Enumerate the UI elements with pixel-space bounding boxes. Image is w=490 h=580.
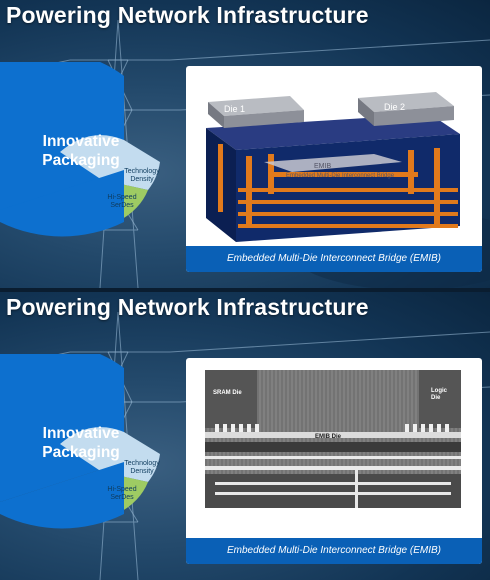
die-1-label: Die 1	[224, 104, 245, 114]
pie-label-technology-density: Technology Density	[124, 460, 160, 475]
emib-bridge-label-2: Embedded Multi-Die Interconnect Bridge	[286, 173, 395, 179]
emib-bridge-label-1: EMIB	[314, 163, 331, 170]
slide-title: Powering Network Infrastructure	[6, 294, 369, 320]
figure-caption: Embedded Multi-Die Interconnect Bridge (…	[186, 246, 482, 272]
die-2-label: Die 2	[384, 102, 405, 112]
emib-figure-panel: SRAM Die Logic Die EMIB Die Embedded Mul…	[186, 358, 482, 564]
emib-cross-section-image: SRAM Die Logic Die EMIB Die	[205, 370, 461, 508]
slide-title: Powering Network Infrastructure	[6, 2, 369, 28]
pie-segments	[0, 343, 160, 529]
emib-3d-render: EMIB Embedded Multi-Die Interconnect Bri…	[206, 92, 460, 242]
pie-segments	[0, 62, 160, 237]
emib-figure-panel: EMIB Embedded Multi-Die Interconnect Bri…	[186, 66, 482, 272]
figure-caption: Embedded Multi-Die Interconnect Bridge (…	[186, 538, 482, 564]
sram-die-label: SRAM Die	[213, 390, 242, 396]
pie-label-innovative-packaging: Innovative Packaging	[42, 133, 120, 169]
sram-die-block	[205, 370, 257, 428]
pie-label-hi-speed-serdes: Hi-Speed SerDes	[107, 194, 137, 209]
slide-1: Powering Network Infrastructure Innovati…	[0, 0, 490, 288]
pie-label-technology-density: Technology Density	[124, 168, 160, 183]
pie-label-innovative-packaging: Innovative Packaging	[42, 425, 120, 461]
slide-2: Powering Network Infrastructure Innovati…	[0, 292, 490, 580]
logic-die-label: Logic Die	[431, 388, 447, 401]
logic-die-block	[419, 370, 461, 428]
slide-divider	[0, 288, 490, 292]
pie-chart: Innovative Packaging Technology Density …	[0, 62, 190, 282]
pie-chart: Innovative Packaging Technology Density …	[0, 343, 190, 574]
pie-label-hi-speed-serdes: Hi-Speed SerDes	[107, 486, 137, 501]
emib-die-label: EMIB Die	[315, 434, 342, 440]
